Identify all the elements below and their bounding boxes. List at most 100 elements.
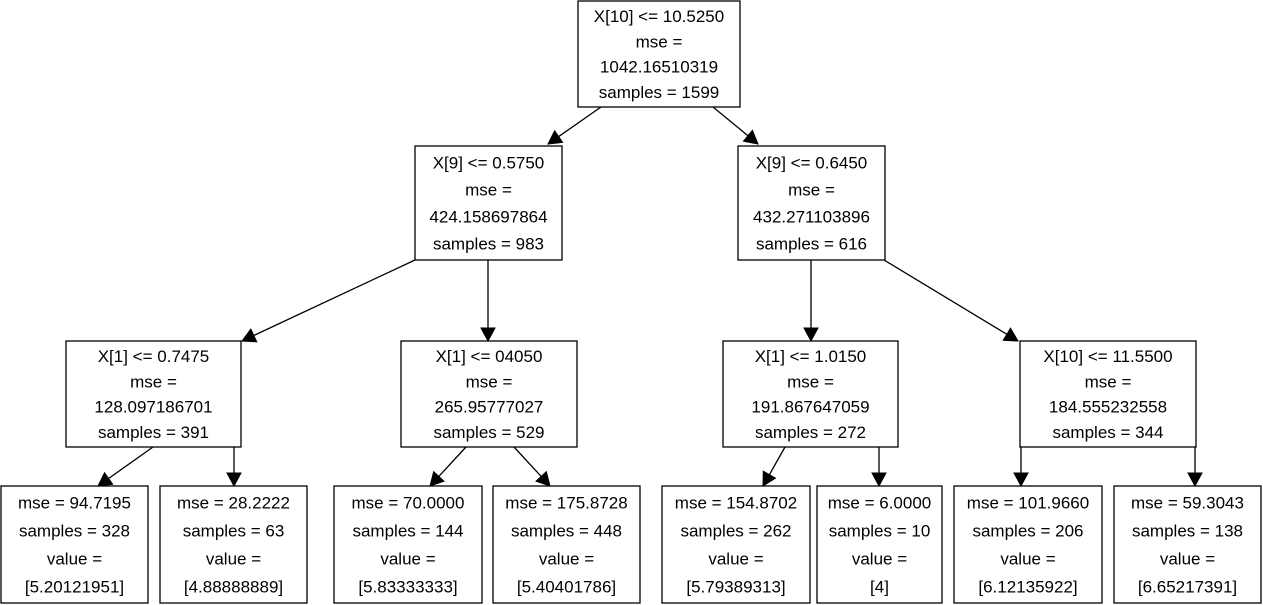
node-text-line: mse = xyxy=(130,372,177,391)
node-text-line: X[9] <= 0.5750 xyxy=(433,153,545,172)
node-text-line: 432.271103896 xyxy=(753,208,870,227)
edge-rl-rlr xyxy=(871,447,887,488)
arrowhead-icon xyxy=(742,129,759,145)
tree-node-rr: X[10] <= 11.5500 mse = 184.555232558 sample… xyxy=(1019,340,1197,448)
node-text-line: samples = 448 xyxy=(511,522,622,541)
node-text-line: X[10] <= 11.5500 xyxy=(1043,347,1172,366)
node-text-line: value = xyxy=(852,549,907,568)
node-text-line: value = xyxy=(1160,549,1215,568)
node-text-line: samples = 391 xyxy=(98,423,209,442)
edge-lr-lrr xyxy=(513,446,551,487)
arrowhead-icon xyxy=(762,470,777,487)
arrowhead-icon xyxy=(97,471,114,487)
edge-l-ll xyxy=(241,259,416,343)
tree-edges xyxy=(97,106,1203,488)
arrowhead-icon xyxy=(871,472,887,488)
node-text-line: mse = 101.9660 xyxy=(967,494,1089,513)
edge-line xyxy=(712,106,749,137)
node-text-line: samples = 1599 xyxy=(599,83,720,102)
arrowhead-icon xyxy=(803,327,819,343)
node-text-line: mse = xyxy=(465,180,512,199)
node-box xyxy=(333,485,483,604)
node-text-line: mse = 175.8728 xyxy=(505,494,627,513)
node-box xyxy=(737,145,886,261)
node-text-line: [5.79389313] xyxy=(686,577,785,596)
arrowhead-icon xyxy=(1187,472,1203,488)
arrowhead-icon xyxy=(241,328,258,343)
node-box xyxy=(65,340,242,448)
edge-rr-rrl xyxy=(1013,447,1029,488)
node-text-line: mse = 28.2222 xyxy=(177,494,290,513)
arrowhead-icon xyxy=(480,327,496,343)
node-box xyxy=(577,0,741,108)
node-text-line: mse = 70.0000 xyxy=(352,494,465,513)
node-text-line: samples = 328 xyxy=(19,522,130,541)
node-text-line: [5.83333333] xyxy=(358,577,457,596)
node-text-line: mse = xyxy=(636,32,683,51)
node-text-line: samples = 206 xyxy=(972,522,1083,541)
node-box xyxy=(722,340,899,448)
node-text-line: value = xyxy=(206,549,261,568)
edge-line xyxy=(108,446,154,480)
node-box xyxy=(400,340,578,448)
node-text-line: mse = 94.7195 xyxy=(18,494,131,513)
tree-node-l: X[9] <= 0.5750 mse = 424.158697864 samples … xyxy=(414,145,563,261)
edge-line xyxy=(438,446,467,477)
arrowhead-icon xyxy=(429,470,445,487)
node-text-line: mse = 154.8702 xyxy=(675,494,797,513)
edge-root-l xyxy=(547,106,602,145)
node-text-line: X[1] <= 0.7475 xyxy=(98,347,210,366)
node-text-line: samples = 616 xyxy=(756,235,867,254)
node-text-line: samples = 63 xyxy=(183,522,285,541)
node-text-line: mse = 6.0000 xyxy=(828,494,932,513)
node-text-line: samples = 138 xyxy=(1132,522,1243,541)
edge-root-r xyxy=(712,106,759,145)
node-text-line: value = xyxy=(539,549,594,568)
node-text-line: value = xyxy=(1000,549,1055,568)
node-text-line: X[1] <= 04050 xyxy=(436,347,543,366)
node-text-line: 191.867647059 xyxy=(751,398,869,417)
node-text-line: samples = 344 xyxy=(1052,423,1163,442)
edge-rr-rrr xyxy=(1187,447,1203,488)
edge-l-lr xyxy=(480,260,496,343)
node-text-line: 1042.16510319 xyxy=(600,58,718,77)
edge-line xyxy=(513,446,542,477)
edge-lr-lrl xyxy=(429,446,467,487)
node-text-line: samples = 262 xyxy=(680,522,791,541)
tree-node-lrr: mse = 175.8728 samples = 448 value = [5.404… xyxy=(492,485,641,604)
node-text-line: samples = 10 xyxy=(829,522,931,541)
node-box xyxy=(1113,485,1262,604)
node-text-line: [5.20121951] xyxy=(25,577,124,596)
edge-line xyxy=(768,446,786,475)
node-text-line: value = xyxy=(380,549,435,568)
edge-line xyxy=(253,259,416,337)
arrowhead-icon xyxy=(547,129,564,145)
node-text-line: 424.158697864 xyxy=(429,208,547,227)
edge-ll-llr xyxy=(226,447,242,488)
node-box xyxy=(492,485,641,604)
edge-line xyxy=(883,259,1008,335)
node-box xyxy=(0,485,149,604)
node-box xyxy=(414,145,563,261)
node-text-line: mse = xyxy=(787,372,834,391)
node-text-line: 184.555232558 xyxy=(1049,398,1167,417)
node-box xyxy=(1019,340,1197,448)
node-text-line: X[9] <= 0.6450 xyxy=(756,153,868,172)
node-text-line: [5.40401786] xyxy=(517,577,616,596)
node-text-line: X[10] <= 10.5250 xyxy=(594,7,724,26)
arrowhead-icon xyxy=(226,472,242,488)
arrowhead-icon xyxy=(1013,472,1029,488)
edge-r-rl xyxy=(803,260,819,343)
node-text-line: mse = xyxy=(1085,372,1132,391)
node-text-line: samples = 983 xyxy=(433,235,544,254)
node-box xyxy=(661,485,811,604)
